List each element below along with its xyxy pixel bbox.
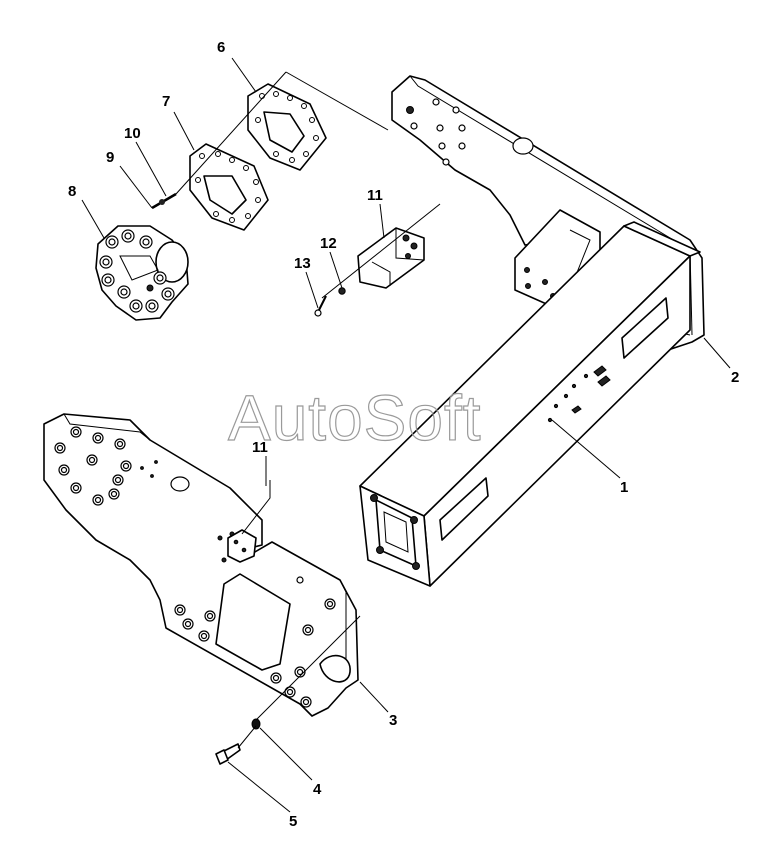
callout-5: 5 xyxy=(289,813,297,830)
pin-10 xyxy=(151,192,177,210)
callout-13: 13 xyxy=(294,255,311,272)
washer-12 xyxy=(338,287,346,295)
crossmember-tube xyxy=(359,221,701,587)
callout-12: 12 xyxy=(320,235,337,252)
callout-3: 3 xyxy=(389,712,397,729)
lower-bracket xyxy=(227,529,257,563)
left-side-plate xyxy=(43,413,359,717)
washer-4 xyxy=(251,718,261,730)
callout-9: 9 xyxy=(106,149,114,166)
callout-7: 7 xyxy=(162,93,170,110)
leader-lines xyxy=(81,57,731,813)
coupling-assembly xyxy=(95,225,189,321)
gasket-7 xyxy=(189,143,269,231)
callout-11-upper: 11 xyxy=(367,187,383,204)
callout-labels: 1 2 3 4 5 6 7 8 9 10 11 11 12 13 xyxy=(68,39,739,830)
callout-8: 8 xyxy=(68,183,76,200)
callout-6: 6 xyxy=(217,39,225,56)
callout-2: 2 xyxy=(731,369,739,386)
callout-10: 10 xyxy=(124,125,141,142)
bolt-5 xyxy=(215,743,241,765)
callout-1: 1 xyxy=(620,479,628,496)
gasket-6 xyxy=(247,83,327,171)
callout-11-lower: 11 xyxy=(252,439,268,456)
watermark-text: AutoSoft xyxy=(228,382,482,454)
callout-4: 4 xyxy=(313,781,322,798)
upper-bracket xyxy=(357,227,425,289)
bolt-13 xyxy=(314,295,327,317)
